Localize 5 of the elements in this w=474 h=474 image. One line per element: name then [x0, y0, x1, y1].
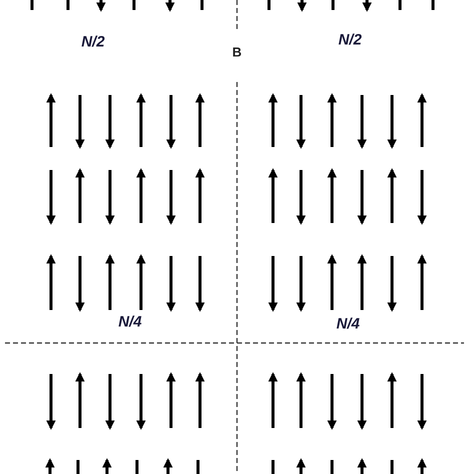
count-label: N/4	[118, 314, 142, 330]
region-label: B	[232, 44, 242, 60]
count-label: N/2	[338, 32, 362, 48]
count-label: N/2	[81, 34, 105, 50]
count-label: N/4	[336, 316, 360, 332]
